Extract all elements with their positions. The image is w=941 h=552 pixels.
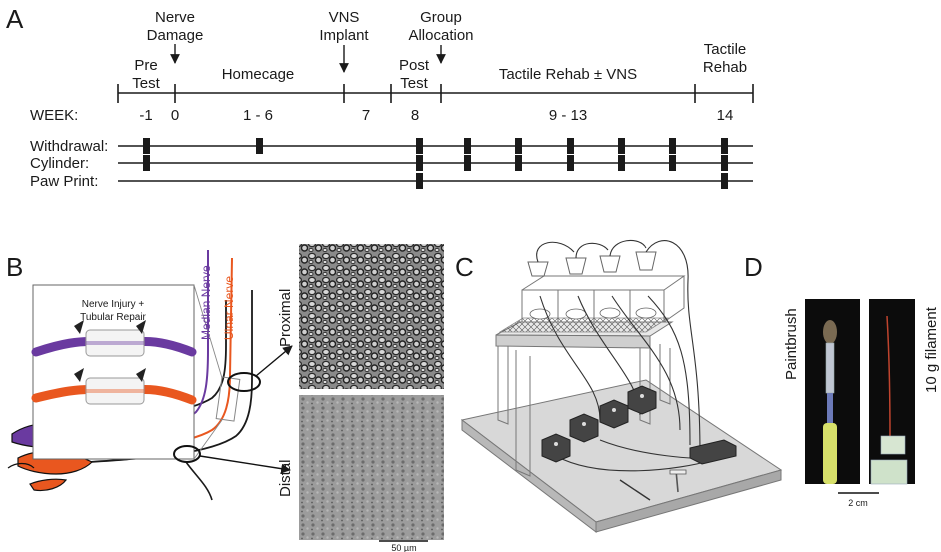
week-value: 0 bbox=[171, 107, 179, 124]
event-pre-test-line2: Test bbox=[132, 75, 160, 92]
event-tactile-rehab-line2: Rehab bbox=[703, 59, 747, 76]
event-post-test-line2: Test bbox=[400, 75, 428, 92]
event-group-allocation-line2: Allocation bbox=[408, 27, 473, 44]
event-tactile-rehab-line1: Tactile bbox=[704, 41, 747, 58]
panel-b-illustration: Nerve Injury + Tubular Repair Median Ner… bbox=[7, 244, 444, 552]
filament-photo bbox=[869, 299, 915, 484]
median-nerve-label: Median Nerve bbox=[199, 265, 213, 340]
event-vns-implant-line2: Implant bbox=[319, 27, 369, 44]
event-post-test-line1: Post bbox=[399, 57, 430, 74]
distal-micrograph bbox=[299, 395, 444, 540]
paintbrush-label: Paintbrush bbox=[783, 308, 800, 380]
micrograph-scale-label: 50 µm bbox=[391, 543, 416, 552]
distal-label: Distal bbox=[277, 459, 294, 497]
panel-label-b: B bbox=[6, 252, 23, 282]
panel-label-a: A bbox=[6, 4, 24, 34]
week-label: WEEK: bbox=[30, 107, 78, 124]
test-markers bbox=[143, 138, 728, 189]
test-label-paw-print: Paw Print: bbox=[30, 173, 98, 190]
panel-label-c: C bbox=[455, 252, 474, 282]
event-vns-implant-line1: VNS bbox=[329, 9, 360, 26]
inset-title-line1: Nerve Injury + bbox=[82, 299, 145, 310]
timeline-ticks bbox=[117, 84, 754, 103]
proximal-micrograph bbox=[299, 244, 444, 389]
event-group-allocation-line1: Group bbox=[420, 9, 462, 26]
week-value: 1 - 6 bbox=[243, 107, 273, 124]
week-value: 8 bbox=[411, 107, 419, 124]
panel-d-tools: Paintbrush 10 g filament 2 cm bbox=[783, 299, 940, 508]
event-homecage: Homecage bbox=[222, 66, 295, 83]
test-label-cylinder: Cylinder: bbox=[30, 155, 89, 172]
week-value: 9 - 13 bbox=[549, 107, 587, 124]
event-nerve-damage-line2: Damage bbox=[147, 27, 204, 44]
test-label-withdrawal: Withdrawal: bbox=[30, 138, 108, 155]
tools-scale-label: 2 cm bbox=[848, 498, 868, 508]
event-nerve-damage-line1: Nerve bbox=[155, 9, 195, 26]
panel-label-d: D bbox=[744, 252, 763, 282]
event-pre-test-line1: Pre bbox=[134, 57, 157, 74]
proximal-callout bbox=[227, 372, 261, 392]
panel-c-apparatus bbox=[460, 239, 783, 534]
suture-icon bbox=[74, 320, 146, 382]
event-tactile-rehab-vns: Tactile Rehab ± VNS bbox=[499, 66, 637, 83]
proximal-label: Proximal bbox=[277, 289, 294, 347]
distal-callout bbox=[173, 445, 201, 463]
ulnar-nerve-label: Ulnar Nerve bbox=[222, 276, 236, 340]
timeline: Pre Test Nerve Damage Homecage VNS Impla… bbox=[30, 9, 754, 190]
filament-label: 10 g filament bbox=[923, 306, 940, 393]
inset-box bbox=[32, 284, 195, 460]
week-value: 7 bbox=[362, 107, 370, 124]
week-value: 14 bbox=[717, 107, 734, 124]
inset-title-line2: Tubular Repair bbox=[80, 312, 146, 323]
week-value: -1 bbox=[139, 107, 152, 124]
